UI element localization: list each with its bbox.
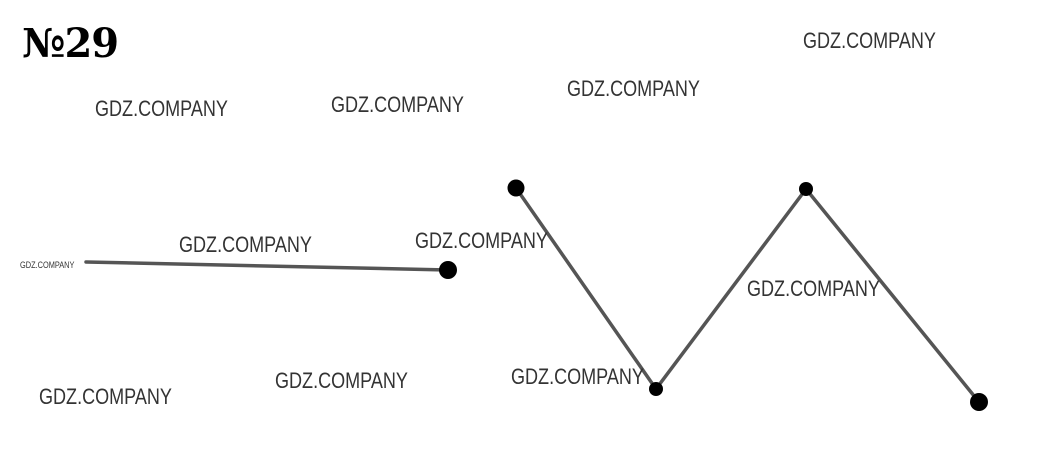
broken-line-vertex-4 — [970, 393, 988, 411]
watermark: GDZ.COMPANY — [39, 384, 172, 409]
watermark-small: GDZ.COMPANY — [20, 260, 75, 270]
watermark: GDZ.COMPANY — [511, 364, 644, 389]
broken-line-vertex-1 — [507, 179, 525, 197]
broken-line — [514, 186, 981, 404]
watermark: GDZ.COMPANY — [331, 92, 464, 117]
watermark: GDZ.COMPANY — [179, 232, 312, 257]
watermark: GDZ.COMPANY — [803, 28, 936, 53]
watermark: GDZ.COMPANY — [567, 76, 700, 101]
broken-line-vertex-2 — [649, 382, 663, 396]
exercise-number: №29 — [22, 20, 119, 67]
left-segment-endpoint — [439, 261, 457, 279]
watermark: GDZ.COMPANY — [415, 228, 548, 253]
watermark: GDZ.COMPANY — [95, 96, 228, 121]
left-segment — [84, 260, 450, 272]
watermark: GDZ.COMPANY — [747, 276, 880, 301]
broken-line-vertex-3 — [799, 182, 813, 196]
watermark: GDZ.COMPANY — [275, 368, 408, 393]
